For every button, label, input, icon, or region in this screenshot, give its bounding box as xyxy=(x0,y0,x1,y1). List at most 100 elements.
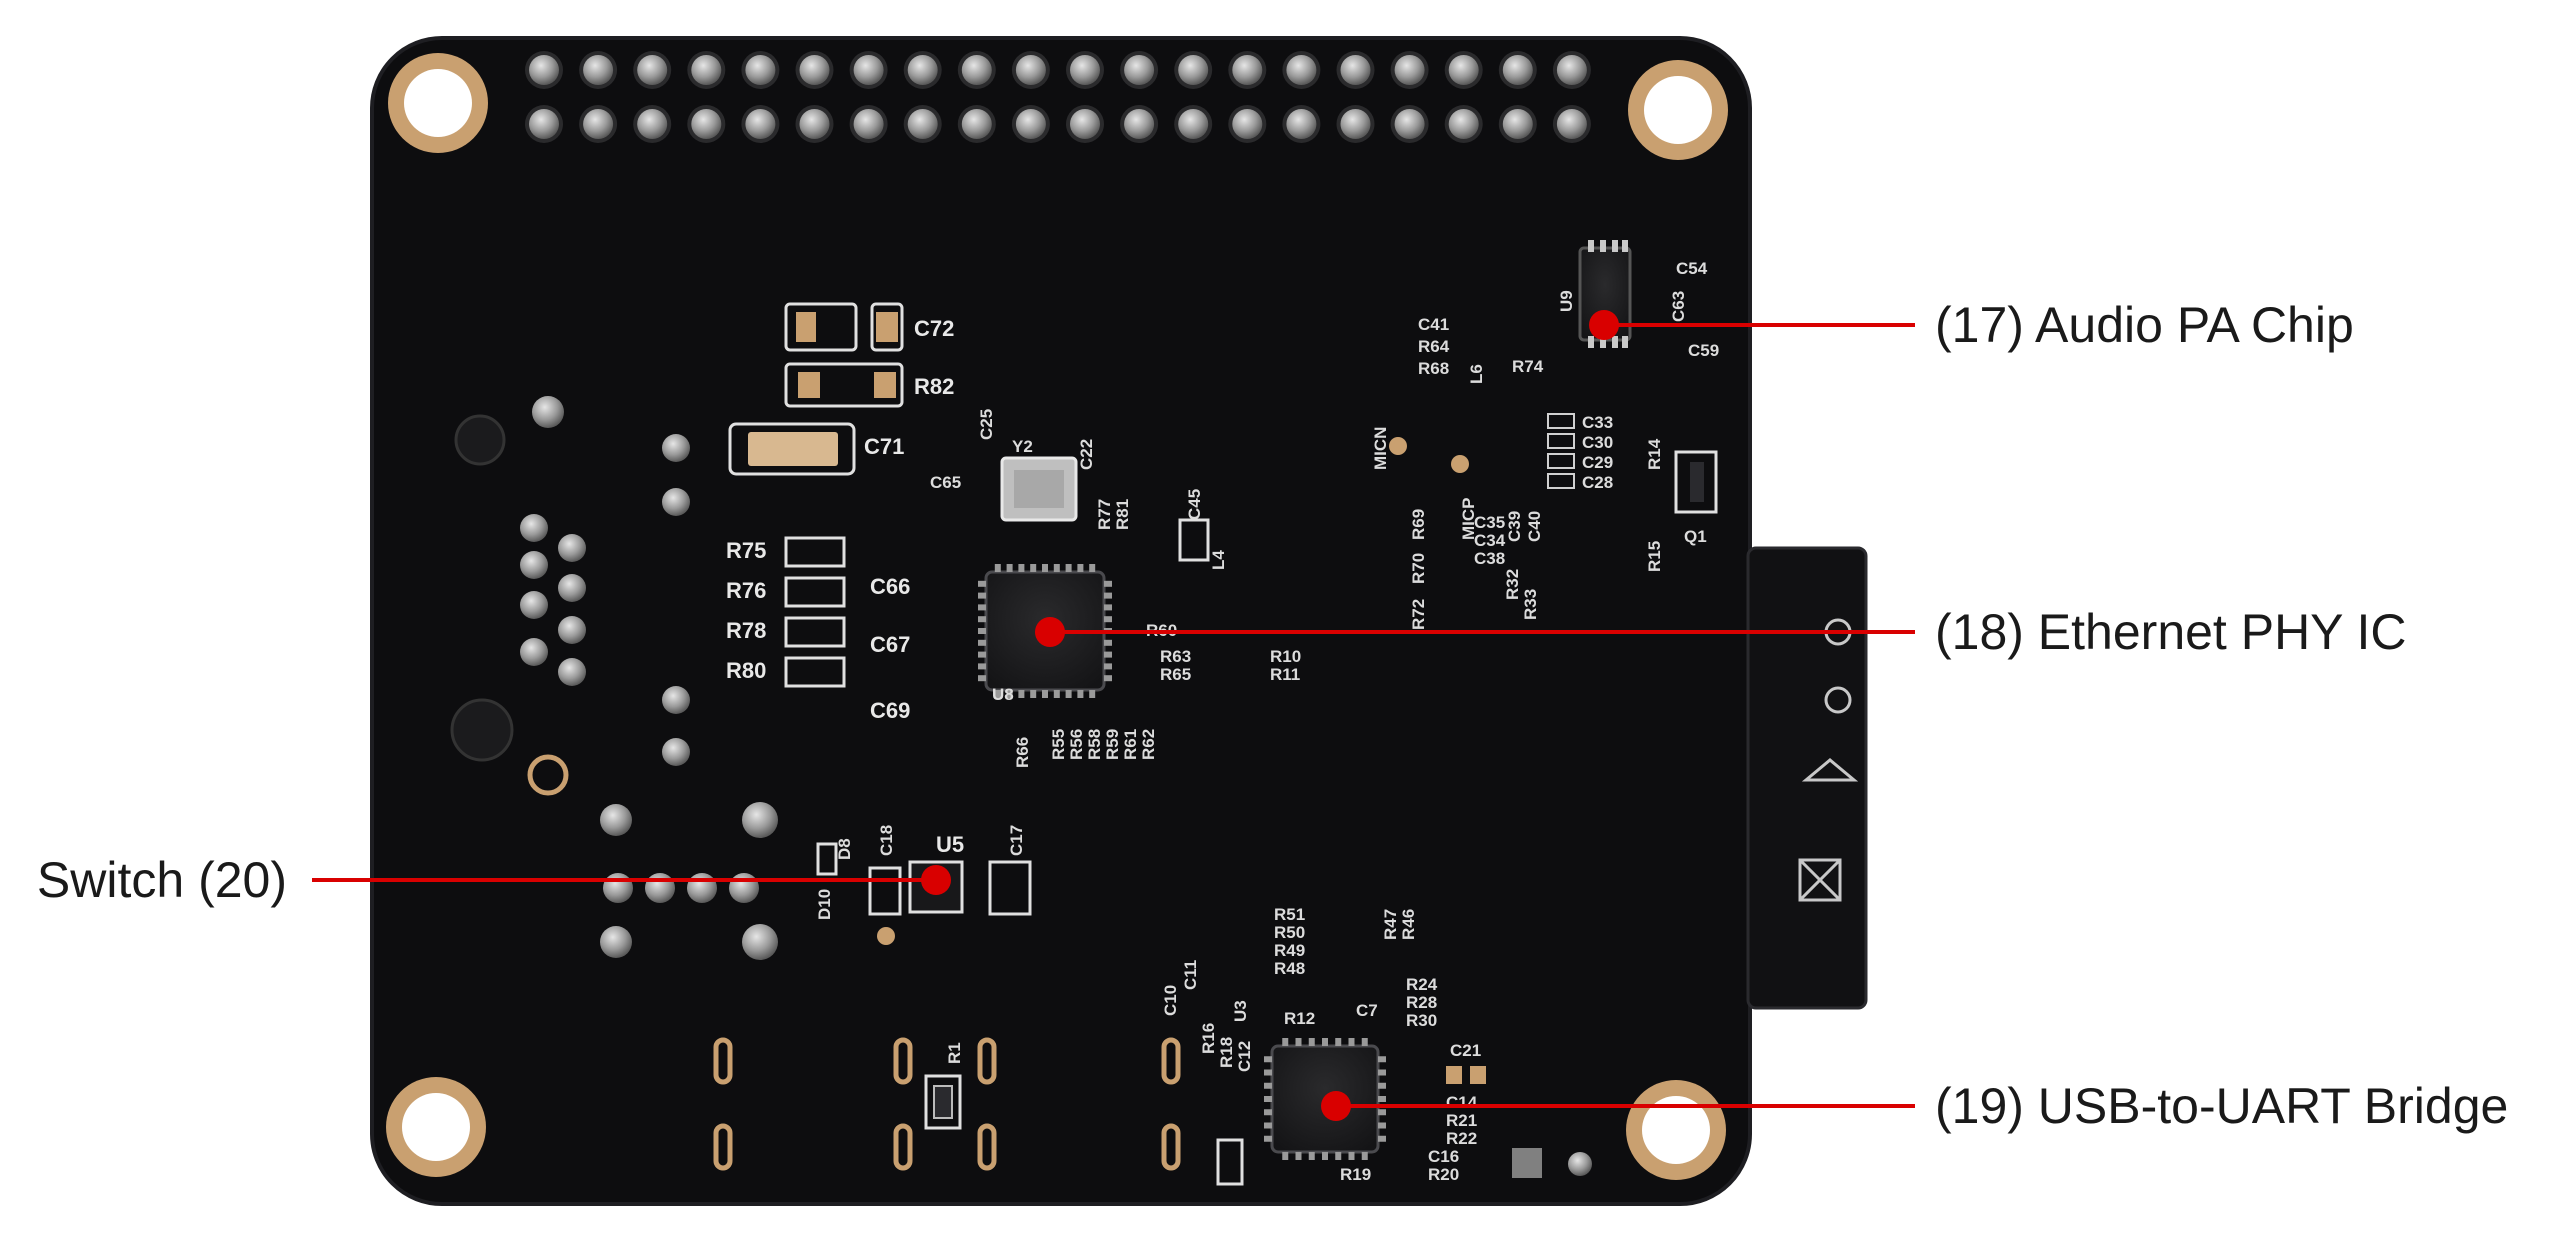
label-c45: C45 xyxy=(1185,489,1204,520)
label-r76: R76 xyxy=(726,578,766,603)
header-pin xyxy=(583,55,614,85)
ic-pad xyxy=(1089,564,1096,572)
label-r24: R24 xyxy=(1406,975,1438,994)
ic-pad xyxy=(1308,1152,1315,1160)
ic-pad xyxy=(978,639,986,646)
resistor-r1: R1 xyxy=(924,1042,964,1130)
label-r72: R72 xyxy=(1409,599,1428,630)
ic-pad xyxy=(1361,1152,1368,1160)
header-pin xyxy=(1502,55,1533,85)
ic-pad xyxy=(1378,1082,1386,1089)
label-c38: C38 xyxy=(1474,549,1505,568)
header-pin xyxy=(853,55,884,85)
label-c33: C33 xyxy=(1582,413,1613,432)
label-u8: U8 xyxy=(992,685,1014,704)
label-r15: R15 xyxy=(1645,541,1664,572)
resistor-array: R75 R76 R78 R80 C66 C67 C69 xyxy=(726,536,910,723)
label-c14: C14 xyxy=(1446,1093,1478,1112)
label-r75: R75 xyxy=(726,538,766,563)
header-pin xyxy=(1340,55,1371,85)
header-pin xyxy=(1178,109,1209,139)
label-r56: R56 xyxy=(1067,729,1086,760)
header-pin xyxy=(1070,55,1100,85)
label-l6: L6 xyxy=(1467,364,1486,384)
label-c30: C30 xyxy=(1582,433,1613,452)
ic-pad xyxy=(1006,690,1013,698)
label-c21: C21 xyxy=(1450,1041,1481,1060)
label-y2: Y2 xyxy=(1012,437,1033,456)
ic-pad xyxy=(1104,675,1112,682)
ic-pad xyxy=(1104,651,1112,658)
ic-pad xyxy=(1104,663,1112,670)
ic-pad xyxy=(1089,690,1096,698)
ic-pad xyxy=(978,628,986,634)
ic-pad xyxy=(1104,580,1112,587)
ic-pad xyxy=(1104,592,1112,599)
ic-pad xyxy=(1295,1038,1302,1046)
label-c25: C25 xyxy=(977,409,996,440)
ic-pad xyxy=(1378,1109,1386,1116)
ic-pad xyxy=(1322,1152,1328,1160)
ic-pad xyxy=(1378,1056,1386,1063)
mounting-hole-bottom-left xyxy=(386,1077,486,1177)
ic-pad xyxy=(978,604,986,611)
label-c71: C71 xyxy=(864,434,904,459)
callout-switch: Switch (20) xyxy=(37,852,951,908)
header-pin xyxy=(745,109,776,139)
ic-pad xyxy=(1104,604,1112,611)
ic-pad xyxy=(1378,1096,1386,1102)
ic-pad xyxy=(1264,1082,1272,1089)
header-pin xyxy=(1286,55,1317,85)
header-pin xyxy=(1124,109,1155,139)
audio-cluster: U9 R74 C54 C63 C59 C41 R64 R68 L6 MICN M… xyxy=(1371,240,1719,630)
header-pin xyxy=(1232,55,1263,85)
label-c16: C16 xyxy=(1428,1147,1459,1166)
gpio-header xyxy=(525,51,1591,143)
label-r11: R11 xyxy=(1270,665,1300,684)
header-pin xyxy=(907,109,938,139)
callout-audio-pa: (17) Audio PA Chip xyxy=(1589,297,2354,353)
header-pin xyxy=(1015,109,1046,139)
passive-cluster-upper: C72 R82 C71 xyxy=(728,302,954,476)
label-c35: C35 xyxy=(1474,513,1505,532)
ic-pad xyxy=(1053,690,1060,698)
ic-pad xyxy=(1348,1038,1355,1046)
ic-pad xyxy=(994,564,1001,572)
label-c7: C7 xyxy=(1356,1001,1378,1020)
ic-pad xyxy=(1308,1038,1315,1046)
ic-pad xyxy=(1378,1135,1386,1142)
header-pin xyxy=(853,109,884,139)
callouts: (17) Audio PA Chip (18) Ethernet PHY IC … xyxy=(37,297,2508,1134)
label-q1: Q1 xyxy=(1684,527,1707,546)
label-micn: MICN xyxy=(1371,427,1390,470)
header-pin xyxy=(745,55,776,85)
callout-usb-uart: (19) USB-to-UART Bridge xyxy=(1321,1078,2508,1134)
ic-pad xyxy=(978,616,986,623)
label-r70: R70 xyxy=(1409,553,1428,584)
pcb-board xyxy=(370,36,1868,1206)
label-r65: R65 xyxy=(1160,665,1191,684)
header-pin xyxy=(961,55,992,85)
header-pin xyxy=(907,55,938,85)
label-r78: R78 xyxy=(726,618,766,643)
crystal-y2: C65 Y2 C25 C22 R77 R81 C45 L4 xyxy=(930,409,1228,570)
header-pin xyxy=(691,55,722,85)
label-r68: R68 xyxy=(1418,359,1449,378)
label-r22: R22 xyxy=(1446,1129,1477,1148)
header-pin xyxy=(1448,109,1479,139)
label-r46: R46 xyxy=(1399,909,1418,940)
header-pin xyxy=(1232,109,1263,139)
header-pin xyxy=(1394,109,1425,139)
ic-pad xyxy=(1065,564,1072,572)
label-c65: C65 xyxy=(930,473,961,492)
label-r19: R19 xyxy=(1340,1165,1371,1184)
label-c54: C54 xyxy=(1676,259,1708,278)
header-pin xyxy=(691,109,722,139)
label-r28: R28 xyxy=(1406,993,1437,1012)
header-pin xyxy=(1015,55,1046,85)
label-r16: R16 xyxy=(1199,1023,1218,1054)
label-r30: R30 xyxy=(1406,1011,1437,1030)
ic-pad xyxy=(1335,1038,1342,1046)
label-r47: R47 xyxy=(1381,909,1400,940)
